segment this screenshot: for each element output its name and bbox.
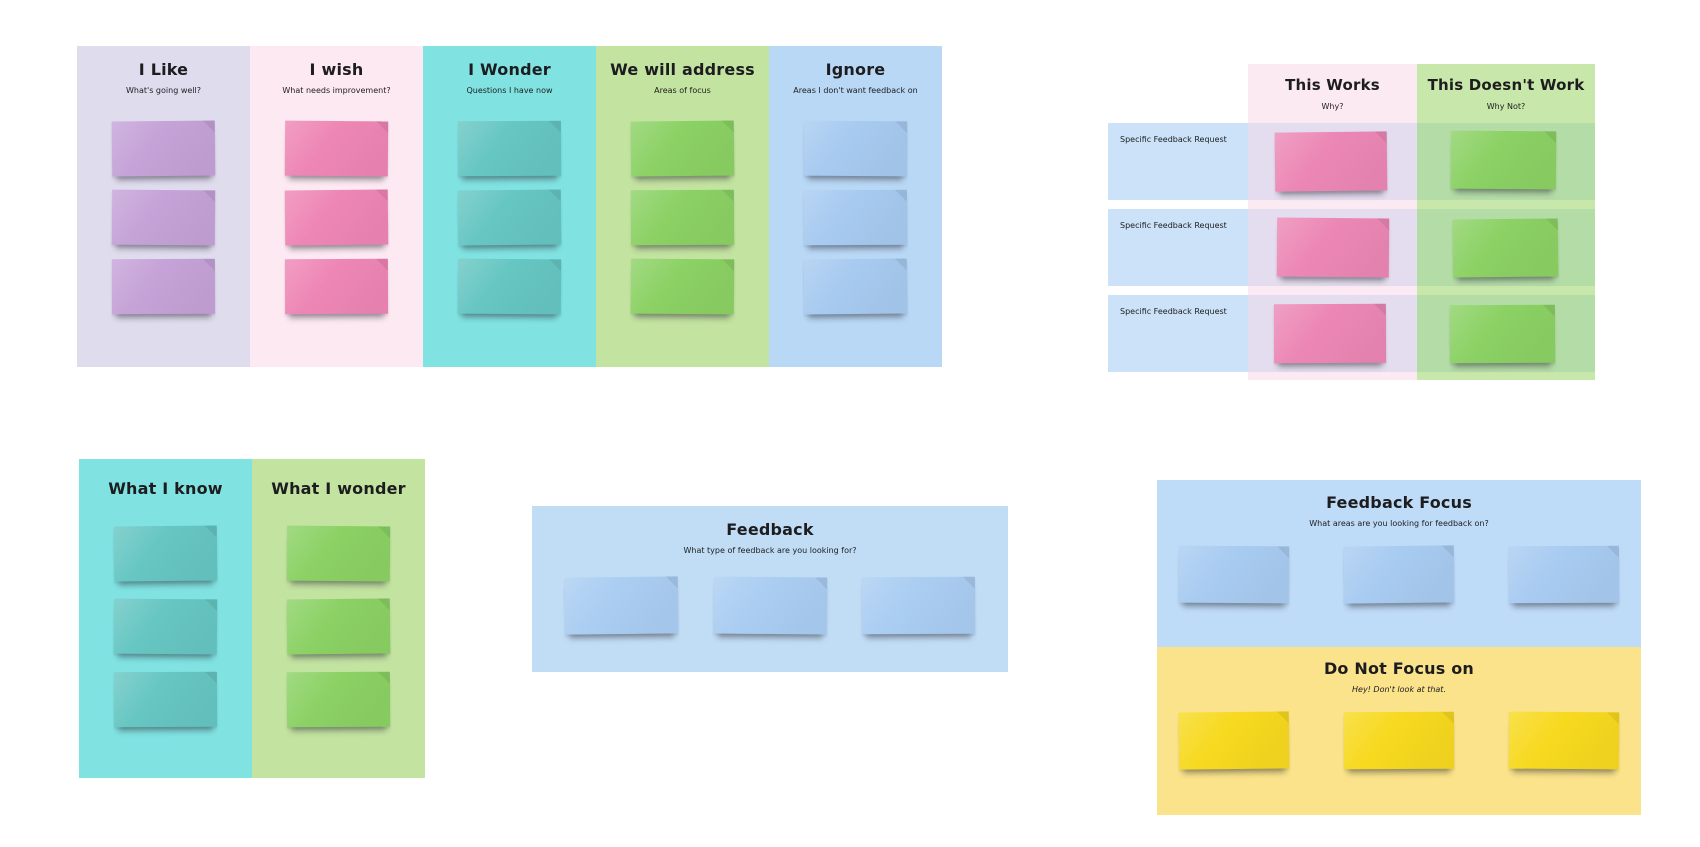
- sticky-note[interactable]: [1450, 130, 1557, 190]
- sticky-note[interactable]: [457, 189, 562, 246]
- sticky-note[interactable]: [1343, 711, 1455, 770]
- sticky-note[interactable]: [630, 189, 735, 246]
- sticky-note[interactable]: [111, 189, 216, 246]
- column-ignore[interactable]: Ignore Areas I don't want feedback on: [769, 46, 942, 367]
- do-not-focus-section[interactable]: Do Not Focus on Hey! Don't look at that.: [1157, 647, 1641, 815]
- sticky-stack: [423, 120, 596, 315]
- sticky-note[interactable]: [803, 258, 908, 315]
- sticky-note[interactable]: [630, 120, 735, 177]
- section-title: Feedback Focus: [1326, 493, 1472, 512]
- row-label: Specific Feedback Request: [1120, 307, 1227, 316]
- column-subtitle: What's going well?: [126, 86, 201, 95]
- board-title: Feedback: [726, 520, 814, 539]
- sticky-note[interactable]: [1449, 304, 1556, 364]
- sticky-note[interactable]: [113, 598, 218, 655]
- retro-feedback-board[interactable]: I Like What's going well? I wish What ne…: [77, 46, 942, 367]
- sticky-note[interactable]: [286, 525, 391, 582]
- sticky-note[interactable]: [286, 671, 391, 728]
- sticky-stack: [77, 120, 250, 315]
- column-what-i-wonder[interactable]: What I wonder: [252, 459, 425, 778]
- know-wonder-board[interactable]: What I know What I wonder: [79, 459, 425, 778]
- column-title: I wish: [309, 60, 364, 79]
- feedback-focus-section[interactable]: Feedback Focus What areas are you lookin…: [1157, 480, 1641, 647]
- sticky-note[interactable]: [803, 120, 908, 177]
- column-subtitle: Areas of focus: [654, 86, 711, 95]
- column-subtitle: Areas I don't want feedback on: [793, 86, 918, 95]
- works-table[interactable]: Specific Feedback Request Specific Feedb…: [1108, 64, 1595, 380]
- sticky-note[interactable]: [113, 671, 218, 728]
- sticky-note[interactable]: [284, 258, 389, 315]
- sticky-note[interactable]: [1274, 131, 1388, 192]
- sticky-note[interactable]: [457, 258, 562, 315]
- column-title: I Like: [138, 60, 189, 79]
- column-title: What I wonder: [271, 479, 406, 498]
- column-subtitle: What needs improvement?: [282, 86, 391, 95]
- sticky-note[interactable]: [803, 189, 908, 246]
- sticky-stack: [250, 120, 423, 315]
- sticky-note[interactable]: [457, 120, 562, 177]
- sticky-note[interactable]: [113, 525, 218, 582]
- column-i-wonder[interactable]: I Wonder Questions I have now: [423, 46, 596, 367]
- row-label: Specific Feedback Request: [1120, 135, 1227, 144]
- column-title: This Doesn't Work: [1427, 76, 1585, 94]
- sticky-note[interactable]: [713, 576, 827, 635]
- column-title: This Works: [1285, 76, 1380, 94]
- sticky-note[interactable]: [1452, 218, 1559, 278]
- row-label: Specific Feedback Request: [1120, 221, 1227, 230]
- sticky-note[interactable]: [111, 120, 216, 177]
- sticky-note[interactable]: [284, 120, 389, 177]
- sticky-note[interactable]: [1178, 545, 1290, 604]
- column-i-wish[interactable]: I wish What needs improvement?: [250, 46, 423, 367]
- column-title: Ignore: [825, 60, 886, 79]
- column-title: We will address: [610, 60, 755, 79]
- section-subtitle: What areas are you looking for feedback …: [1309, 519, 1489, 528]
- column-we-will-address[interactable]: We will address Areas of focus: [596, 46, 769, 367]
- sticky-note[interactable]: [1276, 217, 1390, 278]
- sticky-note[interactable]: [1508, 545, 1620, 604]
- sticky-note[interactable]: [111, 258, 216, 315]
- sticky-stack: [769, 120, 942, 315]
- sticky-note[interactable]: [1343, 545, 1455, 604]
- column-subtitle: Questions I have now: [466, 86, 553, 95]
- column-what-i-know[interactable]: What I know: [79, 459, 252, 778]
- sticky-row: [1157, 545, 1641, 604]
- board-subtitle: What type of feedback are you looking fo…: [683, 546, 857, 555]
- column-subtitle: Why?: [1321, 102, 1344, 111]
- column-subtitle: Why Not?: [1486, 102, 1526, 111]
- column-title: I Wonder: [468, 60, 551, 79]
- sticky-note[interactable]: [286, 598, 391, 655]
- column-title: What I know: [108, 479, 223, 498]
- sticky-row: [1157, 711, 1641, 770]
- sticky-stack: [596, 120, 769, 315]
- feedback-board[interactable]: Feedback What type of feedback are you l…: [532, 506, 1008, 672]
- sticky-note[interactable]: [1508, 711, 1620, 770]
- sticky-row: [532, 576, 1008, 635]
- column-i-like[interactable]: I Like What's going well?: [77, 46, 250, 367]
- sticky-note[interactable]: [1178, 711, 1290, 770]
- sticky-stack: [79, 525, 252, 728]
- sticky-note[interactable]: [564, 576, 679, 635]
- sticky-note[interactable]: [630, 258, 735, 315]
- sticky-note[interactable]: [1273, 303, 1387, 364]
- section-title: Do Not Focus on: [1323, 659, 1475, 678]
- section-subtitle: Hey! Don't look at that.: [1352, 685, 1446, 694]
- sticky-note[interactable]: [284, 189, 389, 246]
- sticky-note[interactable]: [861, 576, 976, 635]
- sticky-stack: [252, 525, 425, 728]
